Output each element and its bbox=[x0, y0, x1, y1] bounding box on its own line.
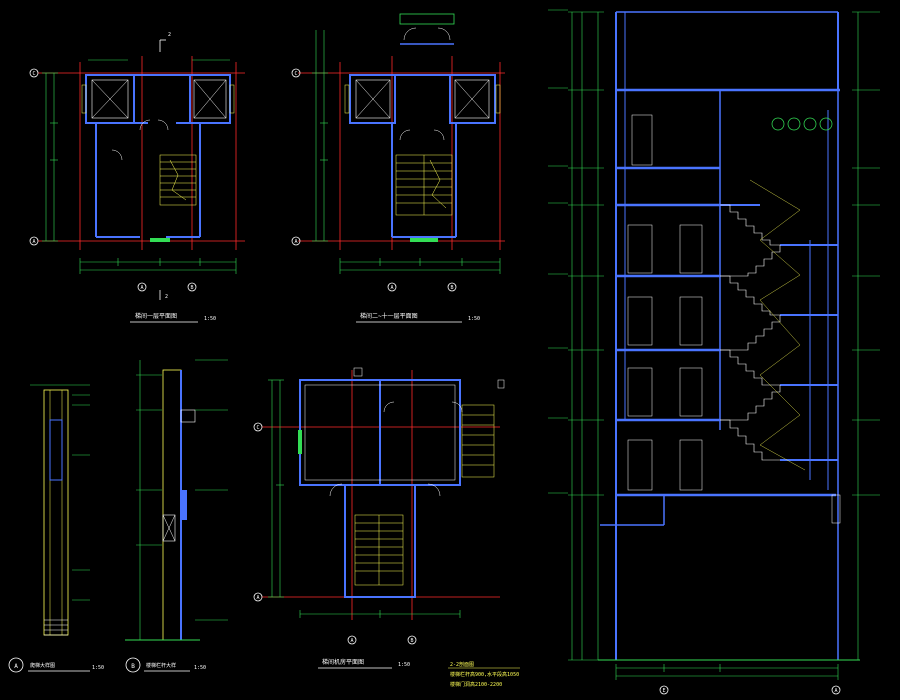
axis-label: C bbox=[294, 71, 297, 77]
section-note: 楼梯门洞高2100-2200 bbox=[450, 681, 502, 688]
axis-label: B bbox=[450, 285, 453, 291]
section-note: 楼梯栏杆高900,水平段高1050 bbox=[450, 671, 519, 678]
detail-railing: B 楼梯栏杆大样 1:50 bbox=[125, 359, 228, 673]
drawing-title: 梯间机房平面图 bbox=[322, 658, 364, 666]
axis-label: B bbox=[190, 285, 193, 291]
axis-label: A bbox=[390, 285, 393, 291]
axis-label: A bbox=[834, 688, 837, 694]
drawing-scale: 1:50 bbox=[194, 665, 206, 671]
plan-ground-floor: C A A B 2 2 梯间一层平面图 1:50 bbox=[29, 32, 245, 323]
axis-label: A bbox=[256, 595, 259, 601]
drawing-scale: 1:50 bbox=[468, 316, 480, 322]
section-mark: 2 bbox=[165, 294, 168, 300]
section-2-2: E A 2-2剖面图 楼梯栏杆高900,水平段高1050 楼梯门洞高2100-2… bbox=[448, 9, 880, 695]
axis-label: A bbox=[32, 239, 35, 245]
drawing-title: 楼梯栏杆大样 bbox=[146, 662, 176, 669]
detail-mark: B bbox=[131, 663, 135, 670]
axis-label: B bbox=[410, 638, 413, 644]
drawing-title: 爬梯大样图 bbox=[30, 662, 55, 669]
detail-mark: A bbox=[14, 663, 18, 670]
plan-machine-room: C A A B 梯间机房平面图 1:50 bbox=[253, 367, 505, 669]
axis-label: C bbox=[32, 71, 35, 77]
axis-label: C bbox=[256, 425, 259, 431]
drawing-scale: 1:50 bbox=[92, 665, 104, 671]
axis-label: A bbox=[140, 285, 143, 291]
detail-ladder: A 爬梯大样图 1:50 bbox=[8, 384, 104, 673]
drawing-title: 梯间一层平面图 bbox=[135, 312, 177, 320]
section-title: 2-2剖面图 bbox=[450, 661, 474, 668]
drawing-title: 梯间二~十一层平面图 bbox=[360, 312, 418, 320]
axis-label: A bbox=[350, 638, 353, 644]
plan-typical-floor: C A A B 梯间二~十一层平面图 1:50 bbox=[291, 13, 505, 323]
section-mark: 2 bbox=[168, 32, 171, 38]
drawing-scale: 1:50 bbox=[204, 316, 216, 322]
axis-label: A bbox=[294, 239, 297, 245]
axis-label: E bbox=[662, 688, 665, 694]
drawing-scale: 1:50 bbox=[398, 662, 410, 668]
